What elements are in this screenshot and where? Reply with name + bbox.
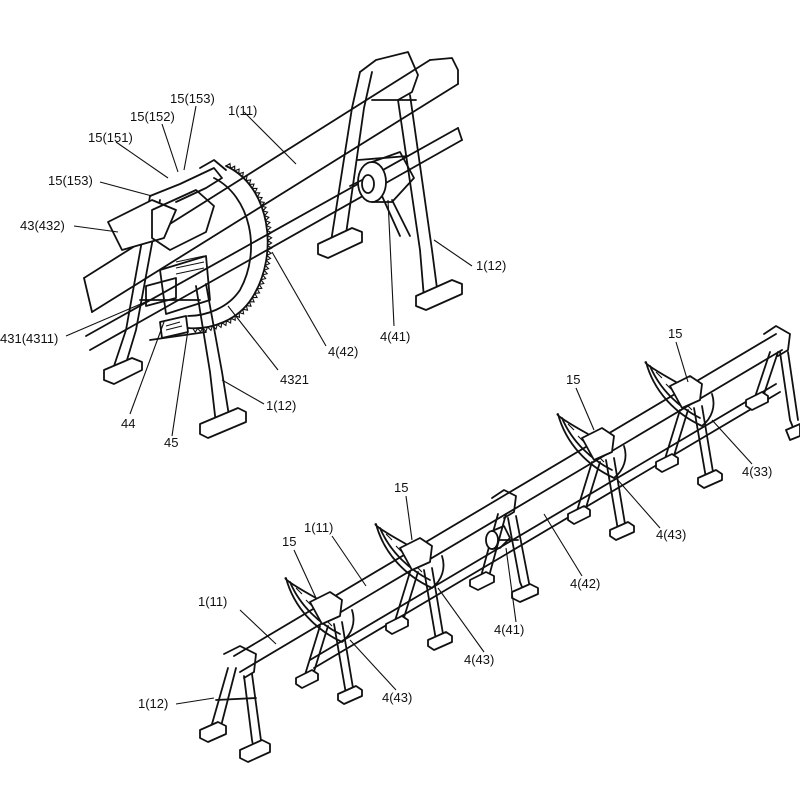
- label-4-41-overview: 4(41): [494, 622, 524, 637]
- cutting-unit-4: [644, 361, 723, 489]
- label-45: 45: [164, 435, 178, 450]
- label-4-41-detail: 4(41): [380, 329, 410, 344]
- label-15-overview-a: 15: [282, 534, 296, 549]
- saw-blade: [187, 162, 273, 334]
- label-4-43-overview-a: 4(43): [656, 527, 686, 542]
- overview-left-stand: [199, 645, 271, 763]
- cutter-head: [107, 159, 227, 339]
- label-15-overview-d: 15: [668, 326, 682, 341]
- detail-view: [83, 51, 463, 439]
- label-1-11-overview-a: 1(11): [304, 520, 333, 535]
- label-15-153-top: 15(153): [170, 91, 215, 106]
- overview-right-stand: [745, 325, 800, 441]
- label-15-152: 15(152): [130, 109, 175, 124]
- label-15-151: 15(151): [88, 130, 133, 145]
- label-4-42-overview: 4(42): [570, 576, 600, 591]
- label-1-11-detail: 1(11): [228, 103, 257, 118]
- label-431-4311: 431(4311): [0, 331, 58, 346]
- label-44: 44: [121, 416, 135, 431]
- label-1-12-detail-right: 1(12): [476, 258, 506, 273]
- leader-lines: [65, 105, 753, 705]
- label-1-11-overview-b: 1(11): [198, 594, 227, 609]
- label-4-43-overview-c: 4(43): [382, 690, 412, 705]
- label-1-12-overview: 1(12): [138, 696, 168, 711]
- label-43-432: 43(432): [20, 218, 65, 233]
- overview-view: [199, 325, 800, 763]
- label-15-153-left: 15(153): [48, 173, 93, 188]
- label-1-12-detail-bottom: 1(12): [266, 398, 296, 413]
- cutting-unit-2: [374, 523, 453, 651]
- upper-beam: [83, 57, 459, 313]
- motor: [349, 151, 415, 203]
- reference-labels: 15(153) 15(152) 1(11) 15(151) 15(153) 43…: [0, 91, 772, 711]
- label-15-overview-c: 15: [566, 372, 580, 387]
- label-4321: 4321: [280, 372, 309, 387]
- overview-motor: [485, 525, 511, 550]
- label-15-overview-b: 15: [394, 480, 408, 495]
- label-4-33: 4(33): [742, 464, 772, 479]
- label-4-42-detail: 4(42): [328, 344, 358, 359]
- cutting-unit-1: [284, 577, 363, 705]
- label-4-43-overview-b: 4(43): [464, 652, 494, 667]
- cutting-unit-3: [556, 413, 635, 541]
